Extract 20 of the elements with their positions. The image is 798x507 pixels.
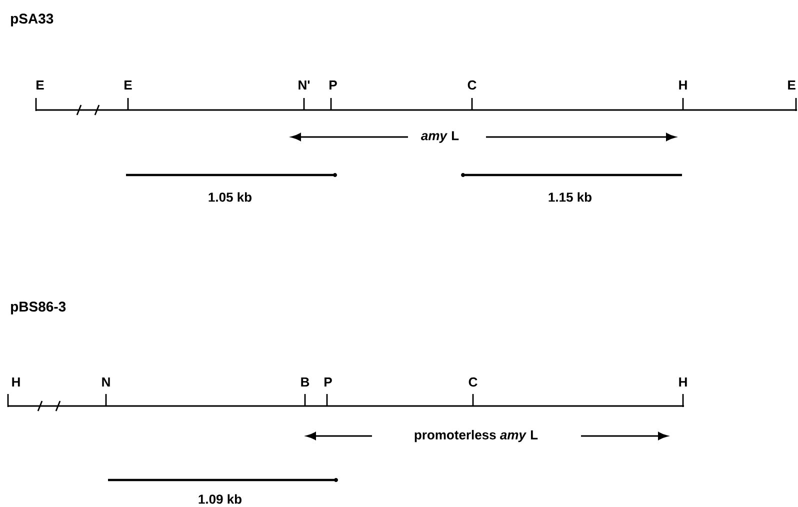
length-label: 1.05 kb [208, 192, 252, 202]
length-label: 1.15 kb [548, 192, 592, 202]
site-label: H [679, 378, 687, 386]
site-label: E [124, 80, 132, 90]
site-label: H [679, 80, 687, 90]
plasmid-name: pSA33 [11, 14, 54, 26]
site-label: C [468, 80, 476, 90]
site-label: B [301, 378, 310, 386]
gene-label: promoterless amy L [414, 430, 538, 442]
gene-label: amy L [421, 131, 459, 143]
site-label: N [102, 378, 110, 386]
length-label: 1.09 kb [198, 494, 242, 504]
site-label: H [12, 378, 20, 386]
site-label: N' [298, 80, 310, 90]
site-label: E [788, 80, 796, 90]
plasmid-name: pBS86-3 [11, 302, 66, 314]
site-label: C [468, 377, 478, 387]
site-label: P [330, 80, 337, 90]
site-label: E [36, 80, 44, 90]
site-label: P [324, 378, 332, 386]
